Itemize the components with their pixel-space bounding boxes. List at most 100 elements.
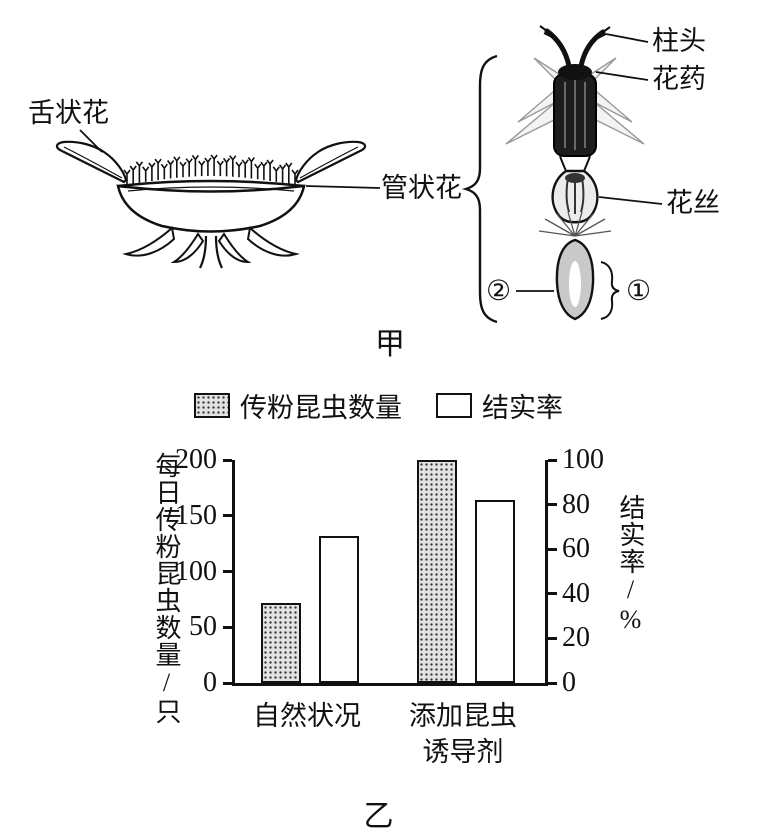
stigma-left-arm [544,28,572,69]
receptacle-inner-rim [127,186,295,192]
label-mark-2: ② [486,276,511,307]
bract-left [122,226,176,257]
stigma-right-arm [578,29,606,69]
floret [204,157,212,176]
floret-fringe [123,154,299,185]
plot-area [232,460,548,686]
flower-diagram: 舌状花 管状花 [28,25,720,361]
label-anther: 花药 [652,64,706,94]
bar-seedrate-group2 [475,500,515,683]
right-tick-mark [548,592,557,596]
floret [216,160,224,177]
left-tick-mark [223,514,232,518]
big-brace [461,54,498,324]
label-filament: 花丝 [666,188,720,218]
left-tick-mark [223,570,232,573]
leader-ray-floret [79,129,103,153]
label-stigma: 柱头 [652,26,706,56]
x-category-label: 自然状况 [253,701,361,731]
floret [247,157,256,179]
right-tick-mark [548,547,557,551]
label-ray-floret: 舌状花 [28,98,109,128]
right-tick-label: 60 [562,533,590,565]
floret [148,162,156,181]
floret [229,155,237,177]
ovary-highlight [569,261,581,307]
x-category-label: 添加昆虫诱导剂 [409,701,517,768]
floret [135,161,144,183]
corolla-waist [559,155,591,172]
right-tick-mark [548,636,557,640]
filaments [565,176,585,214]
anther-cap [558,64,592,80]
corolla-spikes [505,57,645,145]
floret [266,159,274,181]
right-tick-label: 40 [562,577,590,609]
bar-insects-group1 [261,602,301,683]
caption-yi: 乙 [363,800,394,833]
floret [241,159,249,178]
stigma-hairs [539,25,611,39]
floret [254,163,262,180]
leader-stigma [605,33,649,43]
caption-jia: 甲 [375,328,405,361]
floret [210,154,218,176]
right-tick-mark [548,681,557,685]
floret [142,166,150,182]
legend-label-rate: 结实率 [482,393,563,423]
left-tick-mark [223,681,232,685]
legend-swatch-rate [436,393,472,418]
anther-tube-streaks [564,80,586,150]
floret [235,161,243,178]
right-tick-mark [548,503,557,507]
left-tick-mark [223,458,232,462]
bract-right [246,226,300,257]
floret [160,163,168,180]
stem [199,235,223,269]
right-tick-label: 80 [562,488,590,520]
right-tick-label: 0 [562,667,576,698]
bract-mid-left [170,232,205,264]
floret [260,161,268,181]
bract-mid-right [217,232,252,264]
legend-swatch-insects [194,393,230,418]
ray-floret-left-vein [63,146,123,179]
floret [154,158,162,181]
leader-anther [595,71,649,81]
floret [129,165,137,184]
small-brace [600,261,620,320]
floret [191,154,200,177]
floret [179,161,187,178]
label-mark-1: ① [626,276,651,307]
floret [222,157,231,177]
left-tick-label: 100 [175,555,217,587]
left-tick-label: 200 [175,444,217,475]
right-tick-label: 20 [562,622,590,654]
tubular-floret [505,25,645,321]
bar-insects-group2 [417,460,457,683]
capitulum [55,140,367,269]
floret [198,160,206,177]
floret [285,162,293,184]
floret [173,156,181,178]
bar-seedrate-group1 [319,535,359,683]
legend-item-insects: 传粉昆虫数量 [194,386,402,425]
left-tick-label: 50 [189,611,217,643]
pappus-bristles [538,211,612,237]
floret [272,166,280,182]
left-tick-mark [223,625,232,629]
left-tick-label: 150 [175,499,217,531]
label-tubular-floret: 管状花 [381,173,462,203]
left-axis-title: 每日传粉昆虫数量/只 [152,452,181,725]
right-axis-title: 结实率/% [616,494,645,635]
floret [278,164,287,183]
legend-label-insects: 传粉昆虫数量 [240,393,402,423]
right-tick-mark [548,458,557,462]
chart-legend: 传粉昆虫数量 结实率 [0,386,757,425]
receptacle-rim [117,179,305,188]
legend-item-rate: 结实率 [436,386,563,425]
floret [166,160,175,179]
right-tick-label: 100 [562,444,604,475]
